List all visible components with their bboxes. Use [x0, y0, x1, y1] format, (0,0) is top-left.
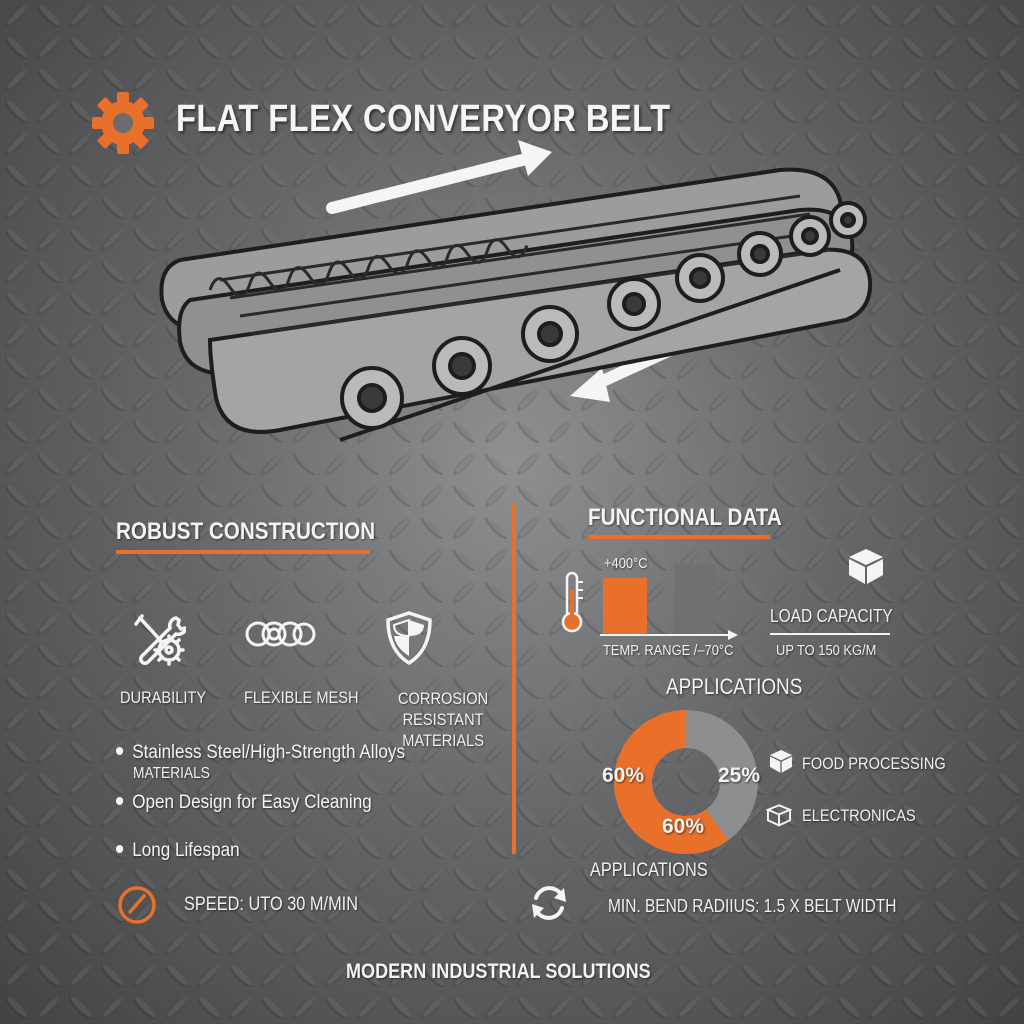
bullet-item: Stainless Steel/High-Strength Alloys — [116, 742, 405, 764]
axis-arrow — [600, 630, 738, 640]
box-outline-icon — [766, 804, 792, 827]
footer-tagline: MODERN INDUSTRIAL SOLUTIONS — [346, 960, 651, 983]
bullet-item: Open Design for Easy Cleaning — [116, 792, 372, 814]
donut-segment-orange — [614, 710, 758, 854]
donut-label-right: 25% — [718, 764, 761, 787]
bend-radius-label: MIN. BEND RADIIUS: 1.5 X BELT WIDTH — [608, 896, 897, 916]
bullet-item: Long Lifespan — [116, 840, 240, 862]
bullet-item-sub: MATERIALS — [133, 765, 210, 782]
mesh-rings-icon — [245, 621, 316, 647]
load-divider — [770, 633, 890, 635]
direction-arrow-right-icon — [326, 140, 552, 214]
feature-corrosion-label: CORROSION RESISTANT MATERIALS — [397, 689, 489, 750]
speedometer-icon — [118, 886, 156, 924]
column-divider — [512, 504, 516, 854]
page-title: FLAT FLEX CONVERYOR BELT — [176, 98, 671, 140]
applications-title: APPLICATIONS — [666, 674, 803, 699]
applications-donut-chart — [614, 710, 758, 854]
wrench-gear-icon — [134, 614, 186, 666]
conveyor-belt-illustration — [159, 140, 873, 442]
shield-icon — [386, 611, 432, 666]
speed-label: SPEED: UTO 30 M/MIN — [184, 894, 359, 915]
functional-data-heading: FUNCTIONAL DATA — [588, 504, 782, 531]
load-capacity-value: UP TO 150 KG/M — [776, 642, 877, 659]
refresh-icon — [532, 886, 566, 920]
thermometer-icon — [561, 571, 583, 633]
donut-label-bottom: 60% — [662, 815, 705, 838]
gear-icon — [92, 92, 154, 154]
temp-range-label: TEMP. RANGE /–70°C — [603, 642, 734, 659]
feature-durability-label: DURABILITY — [120, 688, 207, 707]
temp-high-label: +400°C — [604, 555, 648, 572]
applications-label-bottom: APPLICATIONS — [590, 860, 708, 881]
box-icon — [849, 549, 883, 584]
heading-underline — [588, 535, 770, 539]
load-capacity-title: LOAD CAPACITY — [770, 606, 893, 626]
box-filled-icon — [769, 749, 793, 773]
donut-label-left: 60% — [602, 764, 645, 787]
temp-high-bar — [603, 578, 647, 634]
app-food-processing-label: FOOD PROCESSING — [802, 754, 946, 773]
feature-flexible-mesh-label: FLEXIBLE MESH — [244, 688, 359, 707]
robust-construction-heading: ROBUST CONSTRUCTION — [116, 518, 376, 545]
temp-low-bar — [674, 564, 716, 634]
app-electronics-label: ELECTRONICAS — [802, 806, 916, 825]
heading-underline — [116, 550, 370, 554]
